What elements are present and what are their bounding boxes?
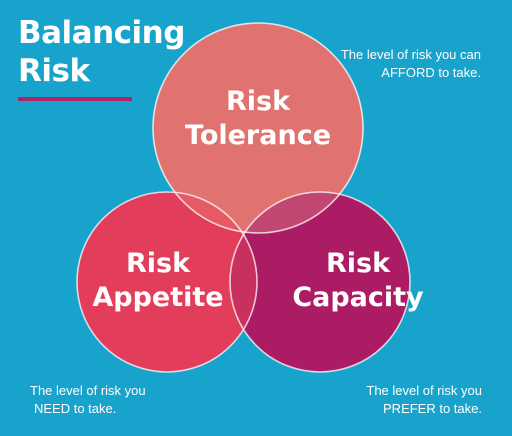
risk-appetite-caption: The level of risk you NEED to take. bbox=[30, 382, 146, 418]
caption-line: PREFER to take. bbox=[383, 401, 482, 416]
risk-tolerance-label-line-1: Risk bbox=[226, 86, 291, 117]
risk-capacity-label-line-2: Capacity bbox=[292, 282, 424, 313]
caption-line: NEED to take. bbox=[34, 401, 117, 416]
title-line-1: Balancing bbox=[18, 15, 185, 51]
caption-line: The level of risk you bbox=[30, 383, 146, 398]
risk-tolerance-circle bbox=[153, 23, 363, 233]
risk-tolerance-outline bbox=[152, 22, 364, 234]
page-title: Balancing Risk bbox=[18, 14, 185, 90]
caption-line: The level of risk you can bbox=[340, 47, 481, 62]
risk-capacity-caption: The level of risk you PREFER to take. bbox=[366, 382, 482, 418]
risk-appetite-label-line-2: Appetite bbox=[92, 282, 223, 313]
risk-appetite-circle bbox=[77, 192, 257, 372]
title-underline bbox=[18, 97, 132, 101]
title-line-2: Risk bbox=[18, 53, 90, 89]
risk-capacity-outline bbox=[229, 191, 411, 373]
risk-capacity-label-line-1: Risk bbox=[326, 248, 391, 279]
risk-tolerance-caption: The level of risk you can AFFORD to take… bbox=[341, 46, 481, 82]
caption-line: AFFORD to take. bbox=[381, 65, 481, 80]
risk-appetite-label-line-1: Risk bbox=[126, 248, 191, 279]
caption-line: The level of risk you bbox=[366, 383, 482, 398]
risk-tolerance-label-line-2: Tolerance bbox=[185, 120, 331, 151]
risk-capacity-circle bbox=[230, 192, 410, 372]
risk-appetite-outline bbox=[76, 191, 258, 373]
